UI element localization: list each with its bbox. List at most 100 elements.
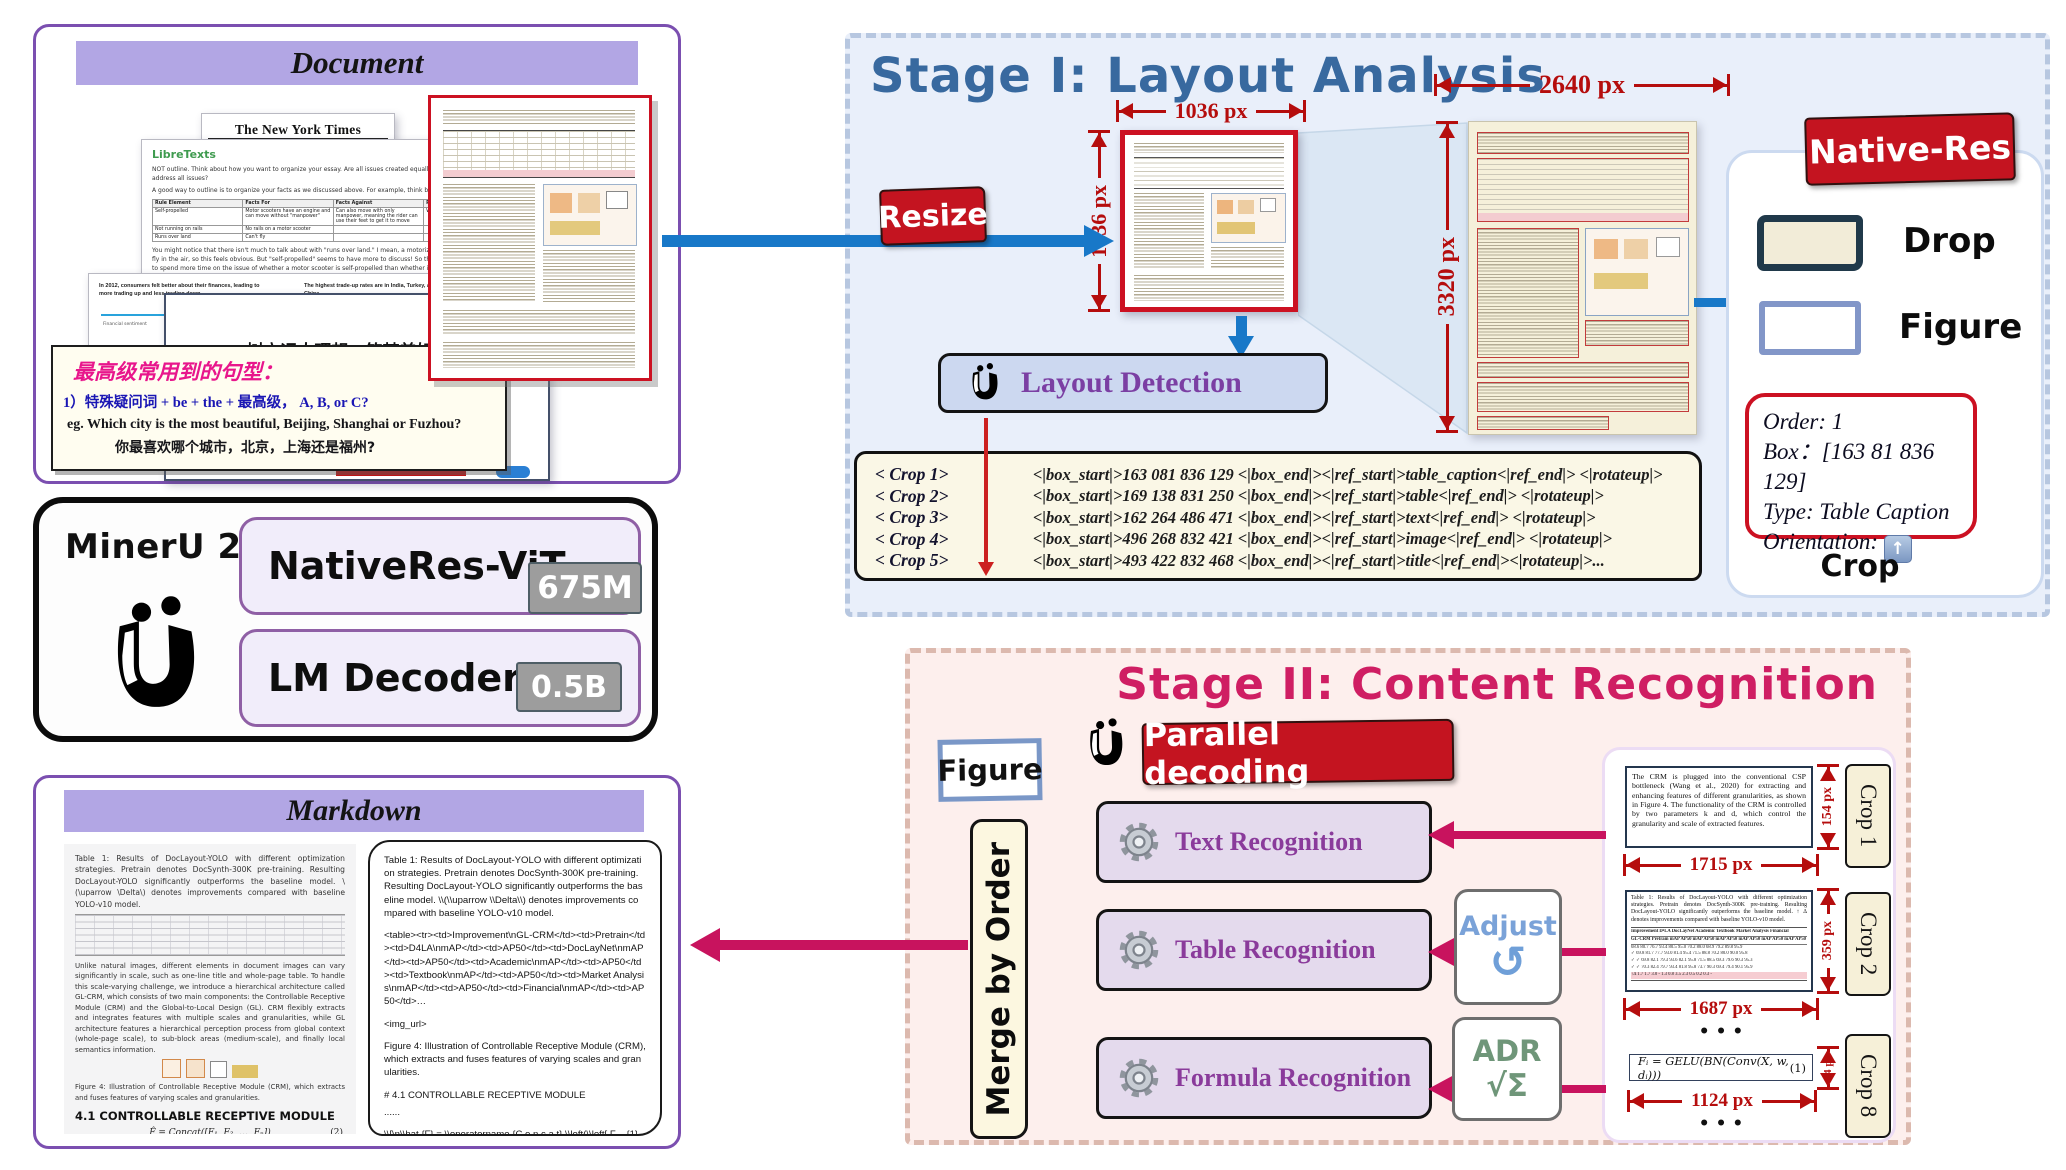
crop2-height-label: 359 px bbox=[1820, 921, 1835, 961]
merge-by-order-bar: Merge by Order bbox=[970, 819, 1028, 1139]
crop1-height-label: 154 px bbox=[1820, 787, 1835, 827]
libretexts-logo: LibreTexts bbox=[152, 148, 216, 161]
merge-by-order-label: Merge by Order bbox=[981, 841, 1017, 1117]
resize-label: Resize bbox=[878, 186, 988, 246]
crop2-table-row: GL-CRM Pretrain mAP AP50 mAP AP50 mAP AP… bbox=[1631, 937, 1807, 945]
source-figcaption: Figure 4: Illustration of Controllable R… bbox=[384, 1040, 646, 1079]
crop-id: < Crop 3> bbox=[875, 507, 949, 528]
figure-route-label: Figure bbox=[937, 752, 1043, 788]
crop-tokens: <|box_start|>496 268 832 421 <|box_end|>… bbox=[1033, 529, 1613, 549]
crop8-width-label: 1124 px bbox=[1691, 1090, 1753, 1111]
thumb-caption bbox=[1134, 143, 1284, 153]
stage2-panel: Stage II: Content Recognition Figure Mer… bbox=[905, 648, 1911, 1145]
layout-box-text2 bbox=[1477, 416, 1609, 430]
layout-box-caption bbox=[1477, 132, 1689, 154]
large-doc-width-measure: 2640 px bbox=[1434, 70, 1730, 99]
measure-line bbox=[1761, 1001, 1817, 1017]
lm-decoder-box: LM Decoder 0.5B bbox=[239, 629, 641, 727]
crop-token-row: < Crop 2> <|box_start|>169 138 831 250 <… bbox=[875, 486, 1689, 508]
text-recognition-label: Text Recognition bbox=[1175, 827, 1363, 856]
academic-paper-page bbox=[428, 95, 652, 381]
source-img-url: <img_url> bbox=[384, 1018, 427, 1030]
crop-token-row: < Crop 5> <|box_start|>493 422 832 468 <… bbox=[875, 550, 1689, 572]
stage2-title: Stage II: Content Recognition bbox=[1116, 659, 1878, 710]
native-res-label: Native-Res bbox=[1804, 112, 2016, 186]
table-cell: Facts Against bbox=[332, 199, 425, 208]
crop1-text-box: The CRM is plugged into the conventional… bbox=[1625, 766, 1813, 848]
crop8-eq-number: (1) bbox=[1789, 1060, 1806, 1075]
preview-body: Unlike natural images, different element… bbox=[75, 961, 345, 1054]
nativeres-vit-label: NativeRes-ViT bbox=[268, 544, 566, 588]
orientation-text: Orientation: bbox=[1763, 528, 1878, 554]
crop-tokens: <|box_start|>163 081 836 129 <|box_end|>… bbox=[1033, 464, 1663, 484]
text-recognition-box: Text Recognition bbox=[1096, 801, 1432, 883]
source-eq2-latex: \\[\n\\hat {F} = \\operatorname {C o n c… bbox=[384, 1128, 641, 1136]
figure-block bbox=[1656, 237, 1680, 257]
figure-block bbox=[1217, 222, 1255, 234]
mineru-logo-icon bbox=[1078, 715, 1132, 773]
crop8-formula-box: Fᵢ = GELU(BN(Conv(X, w, dᵢ))) (1) bbox=[1629, 1054, 1813, 1082]
source-table-html: <table><tr><td>Improvement\nGL-CRM</td><… bbox=[384, 930, 646, 1008]
source-heading: # 4.1 CONTROLLABLE RECEPTIVE MODULE bbox=[384, 1089, 586, 1101]
source-caption: Table 1: Results of DocLayout-YOLO with … bbox=[384, 855, 643, 919]
crop2-caption: Table 1: Results of DocLayout-YOLO with … bbox=[1631, 895, 1807, 923]
thumb-bottom-text bbox=[1134, 275, 1284, 301]
crop-id: < Crop 1> bbox=[875, 464, 949, 485]
crop2-tag: Crop 2 bbox=[1845, 892, 1891, 996]
table-cell: Can also move with only manpower, meanin… bbox=[332, 207, 425, 226]
formula-recognition-box: Formula Recognition bbox=[1096, 1037, 1432, 1119]
large-doc-height-measure: 3320 px bbox=[1433, 121, 1460, 433]
source-ellipsis: ...... bbox=[384, 1106, 400, 1118]
crop2-height-measure: 359 px bbox=[1817, 888, 1839, 994]
crop-token-row: < Crop 4> <|box_start|>496 268 832 421 <… bbox=[875, 529, 1689, 551]
stage2-crops-panel: The CRM is plugged into the conventional… bbox=[1602, 747, 1896, 1143]
layout-detection-bar: Layout Detection bbox=[938, 353, 1328, 413]
nativeres-vit-box: NativeRes-ViT 675M bbox=[239, 517, 642, 615]
figure-route-box: Figure bbox=[937, 738, 1043, 802]
document-panel-header: Document bbox=[76, 41, 638, 85]
crop-to-text-arrow bbox=[1428, 821, 1606, 849]
crop-tokens: <|box_start|>493 422 832 468 <|box_end|>… bbox=[1033, 550, 1605, 570]
vit-params-badge: 675M bbox=[528, 562, 642, 614]
gear-icon bbox=[1117, 928, 1161, 972]
mineru-model-panel: MinerU 2.5 NativeRes-ViT 675M LM Decoder… bbox=[33, 497, 658, 742]
stage1-title: Stage I: Layout Analysis bbox=[870, 48, 1546, 104]
nyt-masthead: The New York Times bbox=[208, 122, 388, 139]
eq2-text: F̂ = Concat([F₁, F₂, …, Fₙ]) bbox=[149, 1127, 271, 1134]
gear-icon bbox=[1117, 820, 1161, 864]
thumb-text-right bbox=[1211, 247, 1284, 269]
crop2-table-row: 68.6 80.7 76.7 93.4 80.5 95.0 70.2 88.0 … bbox=[1631, 944, 1743, 950]
paper-formula-placeholder bbox=[443, 310, 635, 334]
adjust-label: Adjust bbox=[1459, 910, 1557, 942]
crop2-width-measure: 1687 px bbox=[1623, 998, 1819, 1020]
figure-block bbox=[578, 193, 600, 213]
paper-figure-placeholder bbox=[543, 184, 637, 246]
measure-line bbox=[1119, 103, 1166, 119]
large-doc-height-label: 3320 px bbox=[1433, 237, 1460, 317]
layout-detection-label: Layout Detection bbox=[1021, 366, 1242, 399]
slide-red-bar bbox=[336, 469, 466, 476]
table-cell bbox=[332, 225, 425, 234]
chart-caption-1: In 2012, consumers felt better about the… bbox=[99, 283, 260, 298]
figure-block bbox=[1217, 200, 1233, 214]
measure-line bbox=[1820, 832, 1836, 848]
measure-line bbox=[1439, 323, 1455, 431]
crop-type: Type: Table Caption bbox=[1763, 498, 1950, 524]
preview-table-caption: Table 1: Results of DocLayout-YOLO with … bbox=[75, 854, 345, 909]
table-cell: Motor scooters have an engine and can mo… bbox=[242, 207, 334, 226]
arrow-up-icon: ↑ bbox=[1883, 534, 1912, 563]
drop-swatch bbox=[1757, 215, 1863, 271]
table-recognition-label: Table Recognition bbox=[1175, 935, 1376, 964]
crop-box-coords: Box：[163 81 836 129] bbox=[1763, 438, 1935, 494]
measure-line bbox=[1626, 857, 1681, 873]
measure-line bbox=[1633, 77, 1728, 93]
thumb-figure bbox=[1211, 193, 1286, 243]
small-doc-height-measure: 1036 px bbox=[1086, 130, 1111, 312]
slide-line3: 你最喜欢哪个城市，北京，上海还是福州? bbox=[115, 440, 376, 456]
small-doc-width-measure: 1036 px bbox=[1116, 98, 1306, 123]
table-cell: No rails on a motor scooter bbox=[242, 225, 334, 234]
crop-id: < Crop 2> bbox=[875, 485, 949, 506]
layout-box-text bbox=[1477, 228, 1579, 358]
table-cell: Facts For bbox=[242, 199, 334, 208]
markdown-panel: Markdown Table 1: Results of DocLayout-Y… bbox=[33, 775, 681, 1149]
